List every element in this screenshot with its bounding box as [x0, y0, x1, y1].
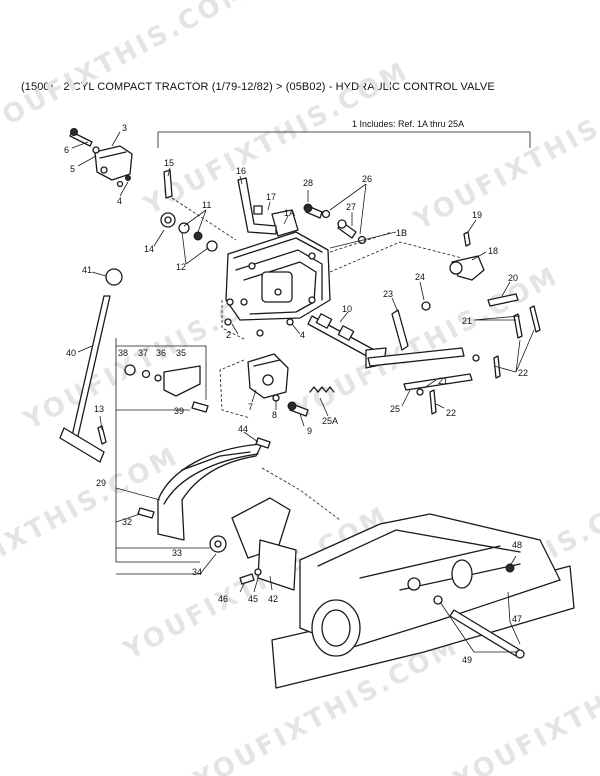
callout-44: 44 — [238, 424, 248, 434]
callout-36: 36 — [156, 348, 166, 358]
callout-5: 5 — [70, 164, 75, 174]
includes-note: 1 Includes: Ref. 1A thru 25A — [352, 119, 464, 129]
callout-8: 8 — [272, 410, 277, 420]
callout-24: 24 — [415, 272, 425, 282]
callout-39: 39 — [174, 406, 184, 416]
callout-22-lower: 22 — [446, 408, 456, 418]
callout-25A: 25A — [322, 416, 338, 426]
control-valve-body — [160, 169, 331, 337]
parts-35-38-bracket — [124, 364, 209, 413]
callout-32: 32 — [122, 517, 132, 527]
callout-22-right: 22 — [518, 368, 528, 378]
callout-40: 40 — [66, 348, 76, 358]
transmission-housing — [271, 513, 575, 689]
callout-26: 26 — [362, 174, 372, 184]
watermark: YOUFIXTHIS.COM — [138, 56, 414, 222]
callout-34: 34 — [192, 567, 202, 577]
watermark: YOUFIXTHIS.COM — [0, 441, 184, 607]
part-29-quadrant — [137, 437, 297, 591]
callout-29: 29 — [96, 478, 106, 488]
part-3-valve-block — [69, 128, 133, 188]
callout-21-lower: 21 — [438, 376, 448, 386]
callout-33: 33 — [172, 548, 182, 558]
callout-42: 42 — [268, 594, 278, 604]
callout-41: 41 — [82, 265, 92, 275]
callout-19: 19 — [472, 210, 482, 220]
part-40-control-lever — [59, 268, 123, 463]
callout-20: 20 — [508, 273, 518, 283]
callout-11: 11 — [202, 200, 211, 210]
callout-6: 6 — [64, 145, 69, 155]
callout-1A: 1A — [284, 208, 295, 218]
callout-leaders — [71, 131, 535, 653]
callout-7: 7 — [248, 402, 253, 412]
part-7-valve — [247, 353, 335, 417]
callout-49: 49 — [462, 655, 472, 665]
callout-13: 13 — [94, 404, 104, 414]
callout-21-upper: 21 — [462, 316, 472, 326]
callout-4-lower: 4 — [300, 330, 305, 340]
watermark: YOUFIXTHIS.COM — [0, 0, 254, 142]
callout-1B: 1B — [396, 228, 407, 238]
callout-4: 4 — [117, 196, 122, 206]
callout-labels: 3 6 5 4 15 16 17 1A 1B 11 12 14 28 26 27… — [64, 123, 528, 665]
callout-16: 16 — [236, 166, 246, 176]
assembly-guides — [171, 197, 463, 521]
callout-15: 15 — [164, 158, 174, 168]
callout-48: 48 — [512, 540, 522, 550]
callout-35: 35 — [176, 348, 186, 358]
callout-45: 45 — [248, 594, 258, 604]
callout-38: 38 — [118, 348, 128, 358]
callout-23: 23 — [383, 289, 393, 299]
callout-12: 12 — [176, 262, 186, 272]
callout-46: 46 — [218, 594, 228, 604]
callout-47: 47 — [512, 614, 522, 624]
callout-37: 37 — [138, 348, 148, 358]
page-title: (1500) - 2 CYL COMPACT TRACTOR (1/79-12/… — [21, 81, 495, 93]
callout-14: 14 — [144, 244, 154, 254]
callout-27: 27 — [346, 202, 356, 212]
callout-18: 18 — [488, 246, 498, 256]
includes-bracket: 1 Includes: Ref. 1A thru 25A — [157, 119, 531, 148]
callout-2: 2 — [226, 330, 231, 340]
callout-10: 10 — [342, 304, 352, 314]
callout-9: 9 — [307, 426, 312, 436]
parts-26-28-bolts — [303, 203, 367, 245]
callout-3: 3 — [122, 123, 127, 133]
callout-17: 17 — [266, 192, 276, 202]
callout-25: 25 — [390, 404, 400, 414]
right-linkage — [367, 231, 541, 415]
callout-28: 28 — [303, 178, 313, 188]
watermark: YOUFIXTHIS.COM — [408, 71, 600, 237]
